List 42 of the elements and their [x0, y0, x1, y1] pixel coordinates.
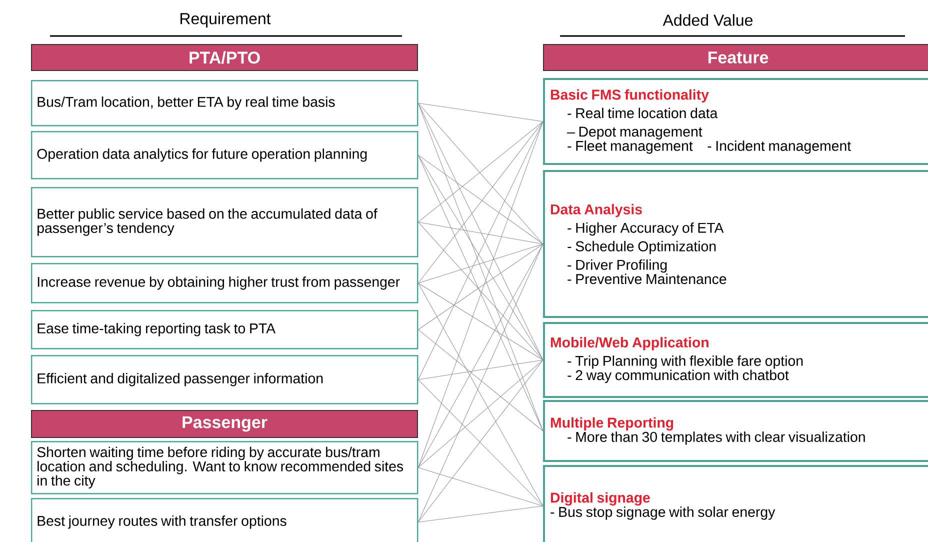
connector-line	[418, 222, 544, 360]
connector-line	[418, 102, 544, 122]
connector-line	[418, 329, 544, 432]
connector-line	[418, 506, 544, 522]
column-heading: Requirement	[180, 12, 271, 28]
requirement-box: Best journey routes with transfer options	[31, 498, 418, 542]
connector-line	[418, 244, 544, 522]
requirement-box: Bus/Tram location, better ETA by real time basis	[31, 80, 418, 126]
connector-line	[418, 360, 544, 468]
connector-line	[418, 121, 544, 468]
connector-line	[418, 154, 544, 360]
connector-line	[418, 244, 544, 468]
connector-line	[418, 282, 544, 360]
requirement-box: Shorten waiting time before riding by accurate bus/tram location and scheduling. Want to know recommended sites in the city	[31, 441, 418, 494]
connector-line	[418, 154, 544, 432]
connector-line	[418, 244, 544, 284]
feature-box: Digital signage - Bus stop signage with solar energy	[543, 465, 928, 542]
feature-box: Multiple Reporting - More than 30 templates with clear visualization	[543, 400, 928, 462]
requirement-box: Increase revenue by obtaining higher trust from passenger	[31, 263, 418, 304]
connector-line	[418, 121, 544, 222]
connector-line	[418, 102, 544, 244]
connector-line	[418, 467, 544, 506]
requirement-box: Ease time-taking reporting task to PTA	[31, 310, 418, 350]
column-heading: Added Value	[662, 14, 752, 26]
feature-box: Data Analysis - Higher Accuracy of ETA - Schedule Optimization - Driver Profiling - Preventive Maintenance	[543, 170, 928, 318]
connector-line	[418, 102, 544, 432]
connector-line	[418, 222, 544, 244]
feature-box: Basic FMS functionality - Real time location data – Depot management - Fleet management - Incident management	[543, 78, 928, 165]
section-band: Feature	[543, 44, 928, 71]
connector-line	[418, 121, 544, 284]
connector-line	[418, 244, 544, 330]
requirement-box: Operation data analytics for future operation planning	[31, 131, 418, 180]
section-band: PTA/PTO	[31, 44, 418, 71]
connector-line	[418, 154, 544, 244]
connector-line	[418, 379, 544, 506]
connector-line	[418, 360, 544, 380]
section-band: Passenger	[31, 410, 418, 438]
connector-line	[418, 282, 544, 506]
requirement-box: Better public service based on the accumulated data of passenger’s tendency	[31, 187, 418, 258]
requirement-box: Efficient and digitalized passenger information	[31, 355, 418, 404]
feature-box: Mobile/Web Application - Trip Planning with flexible fare option - 2 way communication with chatbot	[543, 322, 928, 398]
connector-line	[418, 360, 544, 522]
